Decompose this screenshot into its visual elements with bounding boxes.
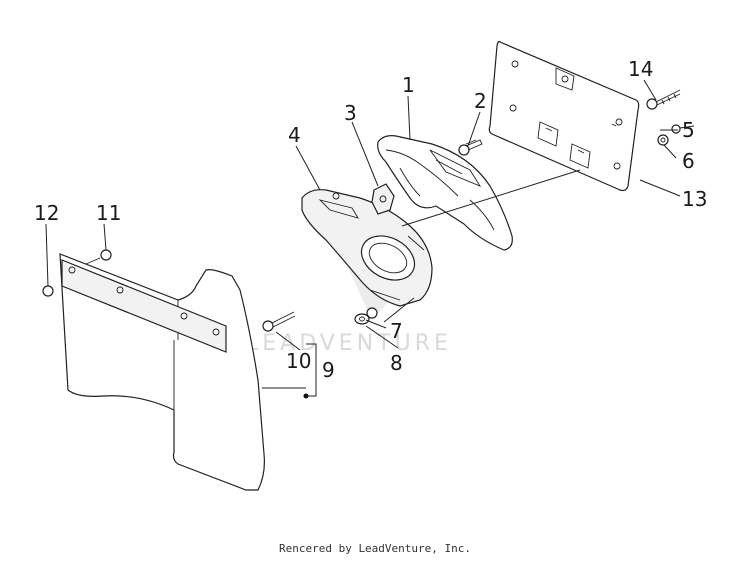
part-12-nut bbox=[42, 285, 54, 297]
part-7-nut bbox=[366, 307, 378, 319]
callout-labels: 1 2 3 4 5 6 7 8 9 10 11 12 13 14 bbox=[34, 57, 707, 382]
part-5-screw bbox=[671, 124, 695, 134]
reference-dot bbox=[303, 393, 309, 399]
watermark-text: LEADVENTURE bbox=[246, 331, 452, 356]
callout-6: 6 bbox=[682, 149, 695, 173]
callout-8: 8 bbox=[390, 351, 403, 375]
leader-lines bbox=[45, 79, 681, 397]
callout-14: 14 bbox=[628, 57, 653, 81]
part-13-plate-bracket bbox=[488, 40, 640, 192]
callout-4: 4 bbox=[288, 123, 301, 147]
part-14-screw bbox=[646, 89, 681, 110]
part-11-bolt bbox=[85, 249, 112, 265]
callout-12: 12 bbox=[34, 201, 59, 225]
callout-11: 11 bbox=[96, 201, 121, 225]
callout-1: 1 bbox=[402, 73, 415, 97]
part-8-washer bbox=[354, 313, 370, 325]
callout-13: 13 bbox=[682, 187, 707, 211]
callout-5: 5 bbox=[682, 118, 695, 142]
callout-2: 2 bbox=[474, 89, 487, 113]
part-10-screw bbox=[262, 311, 296, 332]
part-9-mud-flap bbox=[59, 253, 265, 491]
part-2-screw bbox=[458, 139, 483, 156]
part-4-inner-panel bbox=[301, 189, 433, 307]
part-6-washer bbox=[657, 134, 669, 146]
callout-10: 10 bbox=[286, 349, 311, 373]
callout-9: 9 bbox=[322, 358, 335, 382]
callout-7: 7 bbox=[390, 319, 403, 343]
callout-3: 3 bbox=[344, 101, 357, 125]
render-credit: Rencered by LeadVenture, Inc. bbox=[278, 542, 472, 555]
part-3-clip-nut bbox=[371, 183, 395, 215]
part-1-cover bbox=[377, 135, 513, 251]
